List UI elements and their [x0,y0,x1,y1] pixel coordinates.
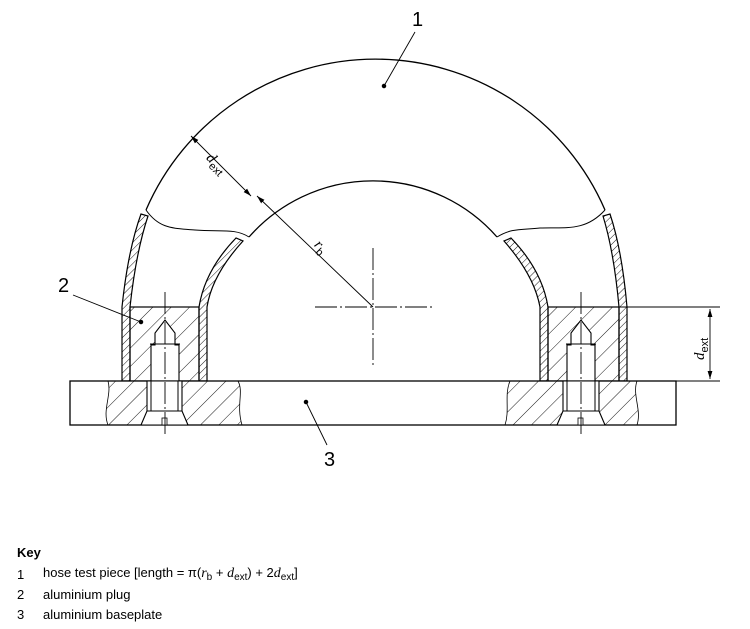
key-text: aluminium baseplate [43,606,163,622]
dim-label-d-ext-side: dext [692,338,711,360]
key-item-3: 3 aluminium baseplate [17,604,298,624]
formula-pi: π( [187,565,202,580]
dim-symbol: d [692,352,708,361]
callout-2: 2 [58,275,70,297]
key-number: 2 [17,586,25,602]
formula-r-sub: b [206,572,213,583]
callout-1: 1 [412,9,424,31]
side-dimension [619,306,720,382]
key-text: aluminium plug [43,586,131,602]
formula-d2: d [273,566,281,581]
figure-key: Key 1 hose test piece [length = π(rb + d… [17,545,298,624]
formula-r: r [201,566,207,581]
hose-test-piece [145,58,606,238]
formula-end: ] [294,565,298,580]
key-title: Key [17,545,41,560]
formula-d: d [227,566,235,581]
key-item-2: 2 aluminium plug [17,584,298,604]
centre-lines [164,248,582,437]
formula-plus: + [212,565,228,580]
key-text-main: hose test piece [length = [43,565,188,580]
key-number: 3 [17,606,25,622]
aluminium-baseplate [69,380,677,426]
aluminium-plug-right [547,306,620,382]
formula-d-sub: ext [234,572,248,583]
formula-d2-sub: ext [280,572,295,583]
callout-3: 3 [324,449,336,471]
key-item-1: 1 hose test piece [length = π(rb + dext)… [17,564,298,584]
leader-lines [72,31,416,446]
key-text: hose test piece [length = π(rb + dext) +… [43,565,298,583]
dim-subscript: ext [699,337,711,353]
radial-dimensions [190,135,374,308]
formula-close: ) + 2 [247,565,274,580]
hose-test-fixture-drawing [69,31,720,446]
aluminium-plug-left [129,306,200,382]
key-number: 1 [17,566,25,582]
